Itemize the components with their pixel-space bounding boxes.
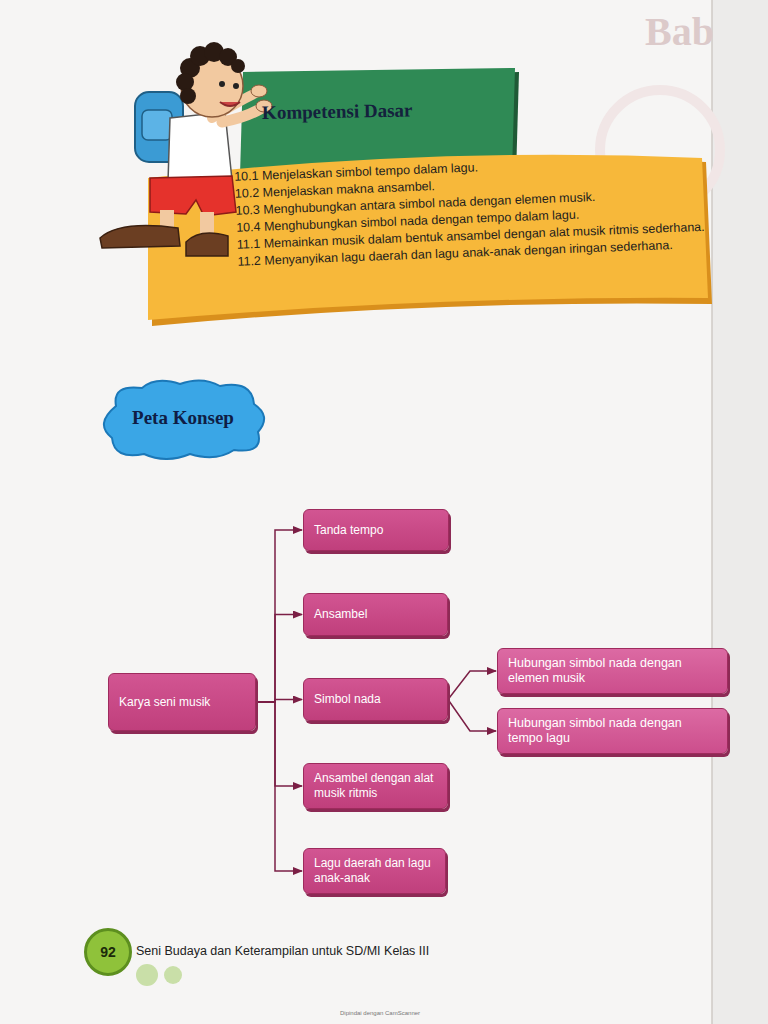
connector-arrow: [448, 671, 496, 700]
node-text: Peta Konsep: [132, 407, 234, 429]
node-text: Lagu daerah dan lagu anak-anak: [314, 856, 435, 886]
footer-dot: [136, 964, 158, 986]
concept-box: Lagu daerah dan lagu anak-anak: [303, 848, 446, 894]
root-box: Karya seni musik: [108, 673, 256, 731]
connector-arrow: [256, 702, 302, 871]
concept-box: Tanda tempo: [303, 509, 449, 551]
sub-concept-box: Hubungan simbol nada dengan elemen musik: [497, 648, 728, 694]
scanner-note: Dipindai dengan CamScanner: [340, 1010, 420, 1016]
page-edge: [711, 0, 713, 1024]
connector-arrow: [256, 530, 302, 702]
yellow-band: [148, 155, 708, 320]
node-text: Hubungan simbol nada dengan elemen musik: [508, 656, 717, 686]
node-text: Ansambel: [314, 607, 367, 622]
cloud-outline: [104, 380, 264, 459]
sub-concept-box: Hubungan simbol nada dengan tempo lagu: [497, 708, 728, 754]
competency-list: 10.1 Menjelaskan simbol tempo dalam lagu…: [228, 152, 710, 272]
node-text: Simbol nada: [314, 692, 381, 707]
banner-title: Kompetensi Dasar: [262, 98, 502, 124]
connector-arrow: [448, 700, 496, 732]
competency-item: 10.1 Menjelaskan simbol tempo dalam lagu…: [228, 152, 706, 185]
node-text: Hubungan simbol nada dengan tempo lagu: [508, 716, 717, 746]
node-text: Karya seni musik: [119, 695, 210, 710]
node-text: 92: [100, 944, 116, 960]
concept-box: Simbol nada: [303, 678, 448, 721]
concept-box: Ansambel dengan alat musik ritmis: [303, 763, 448, 809]
concept-box: Ansambel: [303, 593, 448, 636]
footer-dot: [164, 966, 182, 984]
cloud-heading: Peta Konsep: [94, 376, 272, 460]
connector-arrow: [256, 615, 302, 703]
node-text: Ansambel dengan alat musik ritmis: [314, 771, 437, 801]
node-text: Tanda tempo: [314, 523, 383, 538]
watermark-text: Bab: [645, 8, 714, 55]
node-text: Kompetensi Dasar: [262, 98, 502, 124]
footer-text: Seni Budaya dan Keterampilan untuk SD/MI…: [136, 944, 429, 958]
connector-arrow: [256, 702, 302, 786]
page-number-circle: 92: [84, 928, 132, 976]
